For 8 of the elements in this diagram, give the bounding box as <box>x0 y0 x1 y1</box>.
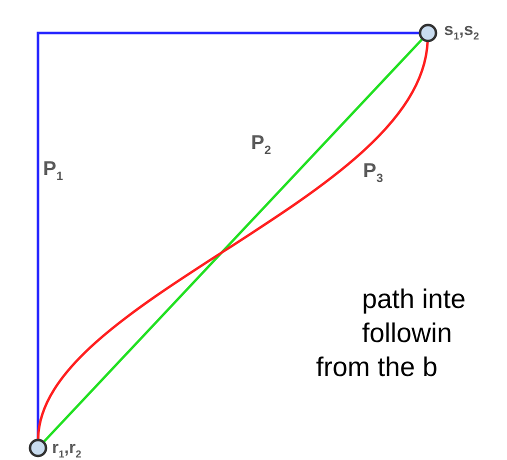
node-caption: s$_{1}$,s$_{2}$ <box>444 20 479 42</box>
note-text: from the b <box>316 352 438 383</box>
edge-label: P$_{3}$ <box>362 160 384 185</box>
note-text: followin <box>362 318 452 349</box>
node-caption: r$_{1}$,r$_{2}$ <box>52 438 82 460</box>
note-text: path inte <box>362 284 466 315</box>
edge-label: P$_{1}$ <box>42 158 64 183</box>
edge-label: P$_{2}$ <box>250 132 272 157</box>
